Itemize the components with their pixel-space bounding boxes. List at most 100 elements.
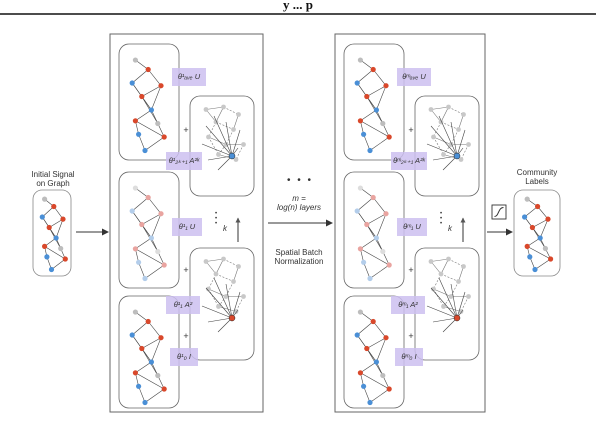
aggregation-star bbox=[201, 277, 241, 333]
graph-node bbox=[241, 142, 246, 147]
k-label: k bbox=[448, 224, 452, 233]
graph bbox=[354, 309, 392, 406]
term-label: θ¹₂ₖ₊₁ A²ᵏ bbox=[168, 156, 200, 165]
graph-node bbox=[428, 259, 434, 264]
graph-edge bbox=[534, 258, 551, 270]
graph-edge bbox=[151, 85, 162, 111]
graph-edge bbox=[433, 136, 452, 145]
graph-edge bbox=[235, 296, 244, 312]
graph-edge bbox=[144, 264, 165, 279]
graph-node bbox=[136, 259, 142, 265]
graph-edge bbox=[456, 129, 466, 157]
graph-edge bbox=[231, 129, 241, 157]
term-box bbox=[397, 218, 427, 236]
graph-edge bbox=[138, 134, 146, 151]
graph-edge bbox=[360, 120, 390, 138]
graph-node bbox=[221, 104, 226, 110]
graph-edge bbox=[460, 296, 469, 312]
graph-node bbox=[446, 104, 451, 110]
graph-node bbox=[386, 262, 392, 268]
aggregation-star bbox=[426, 277, 466, 333]
graph-edge bbox=[448, 106, 464, 115]
graph-node bbox=[161, 134, 167, 140]
graph-edge bbox=[524, 206, 538, 218]
graph-node bbox=[461, 264, 466, 269]
graph-node bbox=[524, 196, 530, 202]
graph-node bbox=[428, 107, 434, 112]
graph-edge bbox=[135, 59, 149, 70]
ellipsis-dots: • • • bbox=[286, 175, 314, 186]
graph-node bbox=[228, 314, 236, 322]
graph-node bbox=[354, 80, 360, 86]
graph-edge bbox=[537, 206, 549, 220]
graph-node bbox=[223, 294, 229, 299]
graph-edge bbox=[450, 283, 459, 319]
graph-edge bbox=[135, 372, 165, 390]
graph-edge bbox=[433, 136, 444, 155]
graph-edge bbox=[376, 337, 387, 363]
graph-node bbox=[357, 246, 363, 252]
graph-edge bbox=[430, 287, 458, 319]
graph-edge bbox=[430, 261, 442, 275]
graph-edge bbox=[215, 121, 234, 130]
graph-edge bbox=[369, 264, 390, 279]
output-graph bbox=[522, 196, 554, 273]
graph-node bbox=[132, 185, 138, 191]
graph-edge bbox=[527, 246, 551, 260]
graph-node bbox=[380, 248, 386, 255]
graph-node bbox=[364, 221, 370, 228]
graph-edge bbox=[366, 337, 387, 349]
dotted-graph bbox=[203, 104, 246, 162]
input-label-line1: Initial Signal bbox=[31, 170, 75, 179]
graph-node bbox=[236, 264, 241, 269]
graph-node bbox=[158, 83, 164, 89]
layer-block-m-content bbox=[343, 43, 480, 409]
graph-edge bbox=[460, 144, 469, 160]
graph-node bbox=[233, 157, 239, 162]
graph-edge bbox=[49, 218, 64, 228]
graph-edge bbox=[233, 114, 239, 130]
graph-edge bbox=[450, 121, 459, 157]
graph-edge bbox=[151, 213, 162, 239]
graph-edge bbox=[205, 125, 233, 157]
plus-sign: + bbox=[183, 125, 189, 135]
graph-node bbox=[48, 266, 55, 273]
term-box bbox=[166, 152, 202, 170]
graph-edge bbox=[363, 262, 371, 279]
graph-edge bbox=[215, 106, 224, 123]
graph-edge bbox=[430, 125, 458, 157]
graph-edge bbox=[218, 306, 237, 312]
graph-edge bbox=[357, 69, 374, 84]
graph-edge bbox=[213, 277, 233, 319]
graph-edge bbox=[208, 288, 219, 307]
graph-edge bbox=[44, 246, 66, 260]
graph-edge bbox=[217, 317, 233, 333]
graph-edge bbox=[369, 136, 390, 151]
operator-panel bbox=[343, 171, 405, 289]
graph-edge bbox=[135, 248, 165, 266]
k-dots: • • • bbox=[439, 211, 443, 227]
term-label: θ¹₁ U bbox=[178, 222, 196, 231]
graph-node bbox=[380, 372, 386, 379]
graph-edge bbox=[231, 291, 241, 319]
graph-node bbox=[364, 93, 370, 100]
graph-edge bbox=[223, 106, 239, 115]
k-label: k bbox=[223, 224, 227, 233]
graph bbox=[522, 196, 554, 273]
graph-node bbox=[62, 256, 68, 262]
graph-edge bbox=[430, 109, 442, 123]
graph-edge bbox=[141, 85, 162, 97]
operator-panel bbox=[118, 43, 180, 161]
graph-edge bbox=[201, 305, 233, 319]
graph-edge bbox=[442, 155, 458, 171]
graph-node bbox=[448, 294, 454, 299]
graph-edge bbox=[363, 134, 371, 151]
graph-edge bbox=[215, 273, 234, 282]
graph-edge bbox=[432, 316, 458, 323]
term-box bbox=[395, 348, 423, 366]
graph-node bbox=[155, 372, 161, 379]
plus-sign: + bbox=[408, 265, 414, 275]
graph-node bbox=[386, 386, 392, 392]
graph-node bbox=[456, 127, 461, 132]
